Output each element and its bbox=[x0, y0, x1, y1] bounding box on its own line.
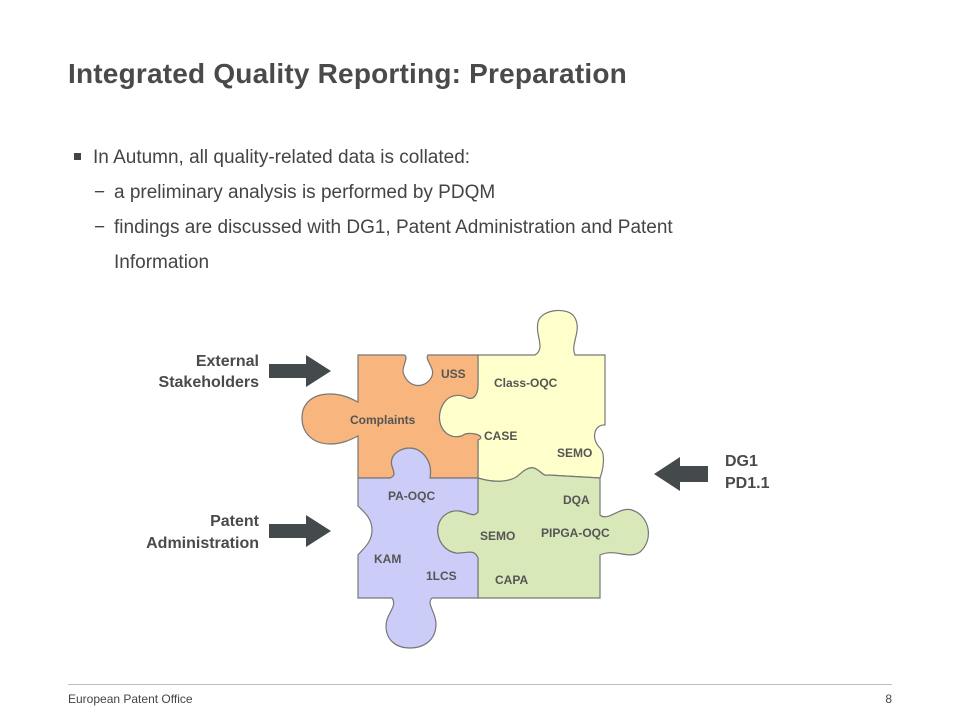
piece-label: KAM bbox=[374, 552, 401, 566]
patent-administration-label: Administration bbox=[146, 535, 259, 552]
piece-label: PA-OQC bbox=[388, 489, 435, 503]
external-stakeholders-label: Stakeholders bbox=[159, 374, 260, 391]
piece-label: 1LCS bbox=[426, 569, 457, 583]
piece-label: SEMO bbox=[557, 446, 592, 460]
slide-title: Integrated Quality Reporting: Preparatio… bbox=[68, 58, 627, 89]
puzzle-piece-blue bbox=[357, 447, 479, 649]
square-bullet-icon bbox=[74, 153, 81, 160]
dash-marker: − bbox=[94, 217, 106, 238]
patent-administration-label: Patent bbox=[210, 513, 260, 530]
piece-label: Complaints bbox=[350, 413, 416, 427]
piece-label: DQA bbox=[563, 493, 590, 507]
piece-label: USS bbox=[441, 367, 466, 381]
piece-label: PIPGA-OQC bbox=[541, 526, 610, 540]
sub-bullet-continuation: Information bbox=[74, 245, 874, 280]
sub-bullet-item: − findings are discussed with DG1, Paten… bbox=[74, 210, 874, 245]
sub-bullet-text: Information bbox=[114, 252, 210, 273]
dash-marker: − bbox=[94, 182, 106, 203]
piece-label: SEMO bbox=[480, 529, 515, 543]
page-number: 8 bbox=[885, 692, 892, 706]
dg1-label: DG1 bbox=[725, 453, 758, 470]
sub-bullet-text: findings are discussed with DG1, Patent … bbox=[114, 217, 673, 238]
piece-label: CASE bbox=[484, 429, 517, 443]
pd-label: PD1.1 bbox=[725, 475, 770, 492]
arrow-right-icon bbox=[269, 515, 331, 547]
bullet-item: In Autumn, all quality-related data is c… bbox=[74, 140, 874, 175]
piece-label: Class-OQC bbox=[494, 376, 558, 390]
external-stakeholders-label: External bbox=[196, 353, 259, 370]
sub-bullet-text: a preliminary analysis is performed by P… bbox=[114, 182, 496, 203]
footer-organization: European Patent Office bbox=[68, 692, 193, 706]
arrow-right-icon bbox=[269, 355, 331, 387]
piece-label: CAPA bbox=[495, 573, 528, 587]
sub-bullet-item: − a preliminary analysis is performed by… bbox=[74, 175, 874, 210]
footer-divider bbox=[68, 684, 892, 685]
bullet-text: In Autumn, all quality-related data is c… bbox=[93, 147, 471, 168]
arrow-left-icon bbox=[654, 457, 708, 491]
bullet-list: In Autumn, all quality-related data is c… bbox=[74, 140, 874, 280]
